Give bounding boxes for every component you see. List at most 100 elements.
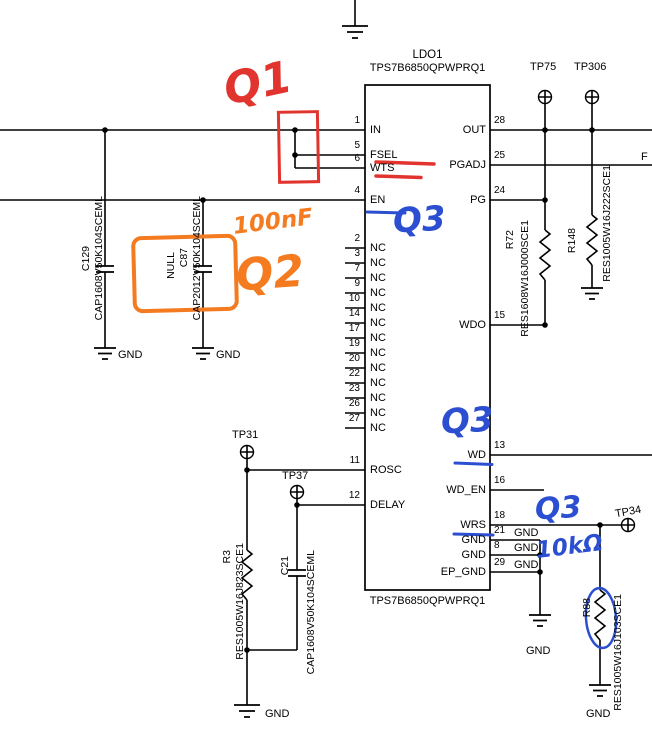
pin-name-NC-3: NC	[370, 257, 386, 269]
clipped-net-label: F	[641, 151, 648, 163]
resistor-symbol-r88	[593, 589, 607, 641]
pin-name-NC-10: NC	[370, 302, 386, 314]
pin-number-right-24: 24	[494, 185, 506, 196]
pin-name-NC-20: NC	[370, 362, 386, 374]
pin-name-WD-13: WD	[467, 449, 486, 461]
pin-number-left-2: 2	[354, 233, 360, 244]
testpoint-tp75	[537, 89, 553, 105]
pin-number-right-29: 29	[494, 557, 506, 568]
ic-part-number-bottom: TPS7B6850QPWPRQ1	[369, 595, 486, 607]
pin-name-PG-24: PG	[470, 194, 486, 206]
r72-part: RES1608W16J000SCE1	[519, 220, 531, 337]
gnd-symbol-c87	[192, 347, 214, 360]
gnd-label-bottom: GND	[265, 708, 290, 720]
pin-name-NC-27: NC	[370, 422, 386, 434]
gnd-symbol-bottom-left	[234, 704, 260, 718]
wrs-underline-blue	[452, 532, 495, 537]
pin-name-NC-22: NC	[370, 377, 386, 389]
gnd-symbol-r88	[589, 684, 611, 697]
gnd-symbol-r148	[581, 287, 603, 300]
pin-name-EN-4: EN	[370, 194, 386, 206]
r3-refdes: R3	[221, 550, 233, 564]
testpoint-tp306	[584, 89, 600, 105]
gnd-label-c87: GND	[216, 349, 241, 361]
pin-number-left-7: 7	[354, 263, 360, 274]
pin-name-PGADJ-25: PGADJ	[449, 159, 486, 171]
pin-number-left-9: 9	[354, 278, 360, 289]
r88-refdes: R88	[581, 598, 593, 618]
pin-number-left-23: 23	[348, 383, 360, 394]
tp37-label: TP37	[282, 470, 309, 482]
c87-highlight-box	[131, 233, 239, 314]
c129-refdes: C129	[80, 246, 92, 272]
gnd-label-c129: GND	[118, 349, 143, 361]
c87-value: NULL	[165, 252, 177, 279]
capacitor-symbol-c21	[288, 569, 306, 577]
pin-name-NC-9: NC	[370, 287, 386, 299]
pin-number-left-4: 4	[354, 185, 360, 196]
schematic-wires	[0, 0, 652, 705]
capacitor-symbol-c129	[96, 265, 114, 273]
r88-circle-blue	[584, 586, 618, 650]
gnd-symbol-top	[342, 25, 368, 39]
ic-part-number-top: TPS7B6850QPWPRQ1	[369, 62, 486, 74]
pin-name-WD_EN-16: WD_EN	[446, 484, 486, 496]
wd-underline-blue	[453, 461, 494, 466]
pin-number-right-18: 18	[494, 510, 506, 521]
resistor-symbol-r3	[240, 549, 254, 601]
r88-part: RES1005W16J103SCE1	[612, 594, 624, 711]
resistor-symbol-r72	[538, 229, 552, 281]
c87-refdes: C87	[178, 248, 190, 268]
pin-name-NC-7: NC	[370, 272, 386, 284]
c87-part: CAP2012V50K104SCEML	[191, 196, 203, 321]
tp75-label: TP75	[530, 61, 557, 73]
pin-name-GND-8: GND	[461, 549, 486, 561]
pin-number-right-16: 16	[494, 475, 506, 486]
pin-name-IN-1: IN	[370, 124, 381, 136]
r72-refdes: R72	[504, 230, 516, 250]
testpoint-tp34	[620, 517, 636, 533]
pin-name-EP_GND-29: EP_GND	[440, 566, 486, 578]
annotation-q3-en: Q3	[391, 198, 447, 242]
pin-number-left-3: 3	[354, 248, 360, 259]
annotation-q2: Q2	[234, 245, 306, 302]
annotation-q3-wd: Q3	[439, 399, 495, 443]
pin-number-left-17: 17	[348, 323, 360, 334]
gnd-symbol-bus	[529, 614, 551, 627]
pin-name-DELAY-12: DELAY	[370, 499, 406, 511]
pin-name-ROSC-11: ROSC	[370, 464, 402, 476]
pin-number-left-22: 22	[348, 368, 360, 379]
annotation-q3-wrs: Q3	[534, 489, 583, 528]
pin-name-NC-19: NC	[370, 347, 386, 359]
pin-number-left-11: 11	[349, 455, 360, 466]
gnd-label-bus: GND	[526, 645, 551, 657]
pin-number-right-15: 15	[494, 310, 506, 321]
tp306-label: TP306	[574, 61, 607, 73]
gnd-label-pin21: GND	[514, 527, 539, 539]
pin-number-left-10: 10	[348, 293, 360, 304]
gnd-label-pin8: GND	[514, 542, 539, 554]
fsel-underline-red	[374, 160, 436, 166]
r148-part: RES1005W16J222SCE1	[601, 165, 613, 282]
pin-name-FSEL-5: FSEL	[370, 149, 398, 161]
capacitor-symbol-c87	[194, 265, 212, 273]
pin-name-NC-23: NC	[370, 392, 386, 404]
testpoint-tp31	[239, 444, 255, 460]
pin-name-WDO-15: WDO	[459, 319, 486, 331]
pin-number-left-1: 1	[354, 115, 360, 126]
gnd-symbol-c129	[94, 347, 116, 360]
pin-name-WTS-6: WTS	[370, 162, 395, 174]
pin-number-right-21: 21	[494, 525, 506, 536]
r3-part: RES1005W16J823SCE1	[234, 543, 246, 660]
pin-number-left-14: 14	[348, 308, 360, 319]
ink-annotations	[131, 110, 618, 650]
pin-number-left-5: 5	[354, 140, 360, 151]
pin-number-right-28: 28	[494, 115, 506, 126]
pin-number-left-26: 26	[348, 398, 360, 409]
ic-refdes: LDO1	[412, 49, 443, 61]
pin-name-NC-2: NC	[370, 242, 386, 254]
gnd-label-r88: GND	[586, 708, 611, 720]
pin-number-left-20: 20	[348, 353, 360, 364]
